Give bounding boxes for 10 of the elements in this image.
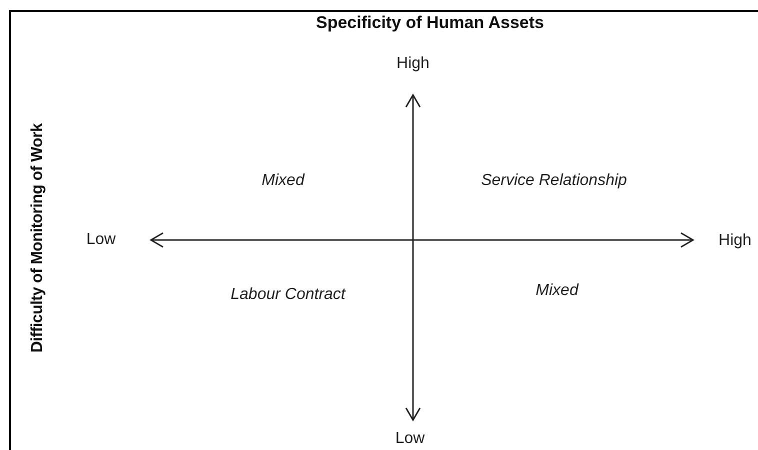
axis-end-label: High xyxy=(718,232,752,250)
axis-end-label: Low xyxy=(395,430,425,448)
axis-end-label: High xyxy=(396,55,430,73)
quadrant-label: Mixed xyxy=(262,172,304,190)
quadrant-label: Service Relationship xyxy=(481,172,627,190)
quadrant-label: Mixed xyxy=(536,282,578,300)
axis-end-label: Low xyxy=(86,231,116,249)
quadrant-label: Labour Contract xyxy=(230,286,346,304)
chart-title: Specificity of Human Assets xyxy=(316,13,544,33)
axis-title: Difficulty of Monitoring of Work xyxy=(29,123,47,353)
